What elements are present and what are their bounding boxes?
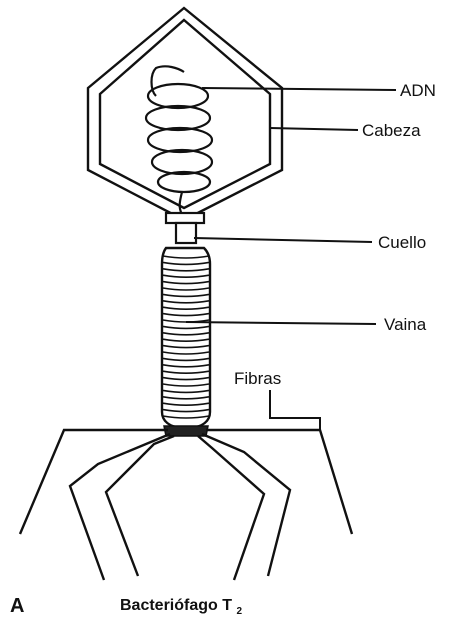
tail-fiber-1 <box>20 430 168 534</box>
label-cabeza: Cabeza <box>362 121 421 140</box>
collar-plate <box>166 213 204 223</box>
leader-fibras <box>270 390 320 430</box>
dna-strand-bottom <box>180 192 182 214</box>
capsid-outer-outline <box>88 8 282 220</box>
panel-letter: A <box>10 595 24 617</box>
figure-caption: Bacteriófago T 2 <box>120 597 242 617</box>
label-vaina: Vaina <box>384 315 427 334</box>
dna-strand-top <box>152 66 185 96</box>
label-cuello: Cuello <box>378 233 426 252</box>
leader-vaina <box>186 322 376 324</box>
tail-fibers <box>20 430 352 580</box>
label-fibras: Fibras <box>234 369 281 388</box>
dna-loop-3 <box>148 128 212 152</box>
capsid-head <box>88 8 282 220</box>
neck-block <box>176 223 196 243</box>
dna-loop-4 <box>152 150 212 174</box>
sheath-outline <box>162 248 210 428</box>
dna-loop-2 <box>146 106 210 130</box>
tail-sheath <box>162 248 210 428</box>
tail-fiber-5 <box>202 434 290 576</box>
label-adn: ADN <box>400 81 436 100</box>
dna-loop-1 <box>148 84 208 108</box>
tail-fiber-4 <box>198 436 264 580</box>
leader-cuello <box>194 238 372 242</box>
tail-fiber-2 <box>70 434 170 580</box>
caption-text: Bacteriófago T <box>120 597 232 614</box>
baseplate <box>164 426 208 436</box>
leader-adn <box>202 88 396 90</box>
capsid-inner-outline <box>100 20 270 208</box>
caption-subscript: 2 <box>236 606 242 617</box>
